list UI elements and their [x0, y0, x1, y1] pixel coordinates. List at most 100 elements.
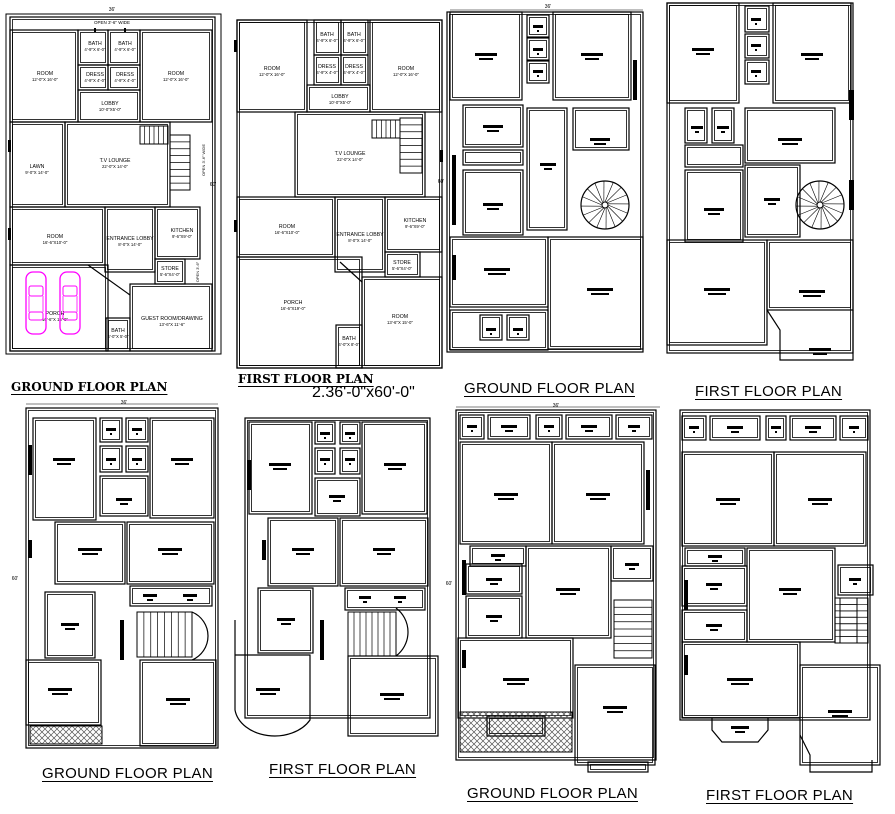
- room-size-mark: [585, 430, 593, 432]
- room-size-mark: [696, 53, 710, 55]
- spiral-tread: [607, 204, 628, 214]
- wall: [125, 417, 149, 443]
- room-size-mark: [349, 437, 351, 439]
- room-label-mark: [849, 578, 861, 581]
- plan1-guest-room-inner: [132, 286, 210, 349]
- plan7-width-dimension: 36': [553, 403, 560, 409]
- plan6-first-floor: [234, 417, 439, 737]
- spiral-tread: [594, 183, 604, 203]
- plan6-staircase: [347, 611, 397, 657]
- room-label-mark: [779, 588, 801, 591]
- plan1-bath-3-size: 4'-0"X 5'-0": [107, 334, 129, 339]
- room-size-mark: [170, 703, 186, 705]
- plan4-spiral-staircase: [795, 180, 845, 230]
- wall: [449, 236, 549, 308]
- wall: [681, 415, 707, 441]
- room-label-mark: [849, 426, 859, 429]
- plan1-bath-3-label: BATH: [111, 328, 125, 334]
- wall-inner: [142, 662, 214, 744]
- plan1-room-3-label: ROOM: [47, 234, 63, 240]
- plan2-lobby-label: LOBBY: [331, 94, 349, 100]
- room-size-mark: [110, 463, 112, 465]
- wall-inner: [452, 14, 520, 98]
- room-size-mark: [693, 431, 695, 433]
- wall: [666, 239, 768, 346]
- window-mark: [8, 228, 11, 240]
- room-label-mark: [501, 425, 517, 428]
- plan8-caption: FIRST FLOOR PLAN: [706, 787, 854, 804]
- room-label-mark: [799, 290, 825, 293]
- plan5-hatched-area: [29, 725, 103, 745]
- stair-outline: [834, 597, 858, 644]
- wall: [572, 107, 630, 151]
- plan1-bath-2-inner: [110, 32, 138, 63]
- plan1-width-dimension: 36': [109, 7, 116, 13]
- plan2-diagonal-wall: [339, 261, 363, 283]
- wall-inner: [528, 548, 609, 636]
- wall: [449, 309, 549, 351]
- wall-inner: [490, 417, 528, 437]
- wall-inner: [35, 420, 94, 518]
- spiral-tread: [583, 206, 603, 216]
- plan2-bath-1-label: BATH: [320, 32, 334, 38]
- plan2-bath-2-label: BATH: [347, 32, 361, 38]
- room-label-mark: [256, 688, 280, 691]
- wall-inner: [316, 57, 339, 83]
- window-mark: [262, 540, 266, 560]
- plan1-kitchen-inner: [157, 209, 198, 257]
- wall-inner: [529, 17, 547, 35]
- room-size-mark: [162, 553, 178, 555]
- wall: [744, 59, 770, 85]
- plan2-dress-2-size: 4'-9"X 4'-0": [343, 70, 365, 75]
- wall: [487, 414, 531, 440]
- wall-inner: [350, 658, 436, 734]
- wall: [479, 314, 503, 341]
- room-label-mark: [491, 554, 505, 557]
- room-label-mark: [533, 48, 543, 51]
- room-size-mark: [755, 75, 757, 77]
- plan1-tv-lounge-inner: [67, 124, 168, 205]
- room-size-mark: [136, 433, 138, 435]
- car-windshield: [28, 285, 44, 297]
- plan1-store-inner: [157, 261, 183, 282]
- room-label-mark: [132, 428, 142, 431]
- room-size-mark: [487, 208, 499, 210]
- wall-inner: [482, 317, 500, 338]
- room-label-mark: [533, 25, 543, 28]
- wall-inner: [802, 667, 878, 763]
- window-mark: [462, 560, 466, 595]
- room-size-mark: [710, 629, 718, 631]
- room-size-mark: [710, 588, 718, 590]
- wall-inner: [342, 450, 358, 472]
- plan2-entrance-lobby-label: ENTRANCE LOBBY: [336, 232, 384, 238]
- room-label-mark: [183, 594, 197, 597]
- wall-inner: [347, 590, 423, 608]
- room-label-mark: [731, 726, 749, 729]
- plan2-room-4-label: ROOM: [392, 314, 408, 320]
- plan1-bath-2-label: BATH: [118, 41, 132, 47]
- room-label-mark: [345, 432, 355, 435]
- wall-inner: [462, 417, 482, 437]
- wall: [126, 521, 215, 585]
- plan1-room-right: [139, 29, 213, 123]
- room-label-mark: [61, 623, 79, 626]
- wall-inner: [669, 5, 737, 101]
- plan1-entrance-inner: [107, 209, 153, 270]
- plan1-entrance-lobby-label: ENTRANCE LOBBY: [106, 236, 154, 242]
- room-label-mark: [494, 493, 518, 496]
- car-windshield: [62, 285, 78, 297]
- plan2-porch-inner: [239, 259, 360, 366]
- room-size-mark: [594, 143, 606, 145]
- plan6-curved-stair: [395, 607, 409, 657]
- room-size-mark: [544, 168, 552, 170]
- plan2-room-2-size: 12'-0"X 16'-0": [393, 72, 419, 77]
- car-body: [59, 271, 81, 335]
- plan5-outer-wall: [25, 407, 219, 749]
- plan7-step: [587, 761, 649, 773]
- wall-inner: [669, 242, 765, 343]
- window-mark: [452, 155, 456, 225]
- plan2-bath-3-label: BATH: [342, 336, 356, 342]
- plan4-caption: FIRST FLOOR PLAN: [695, 383, 843, 400]
- room-label-mark: [277, 618, 295, 621]
